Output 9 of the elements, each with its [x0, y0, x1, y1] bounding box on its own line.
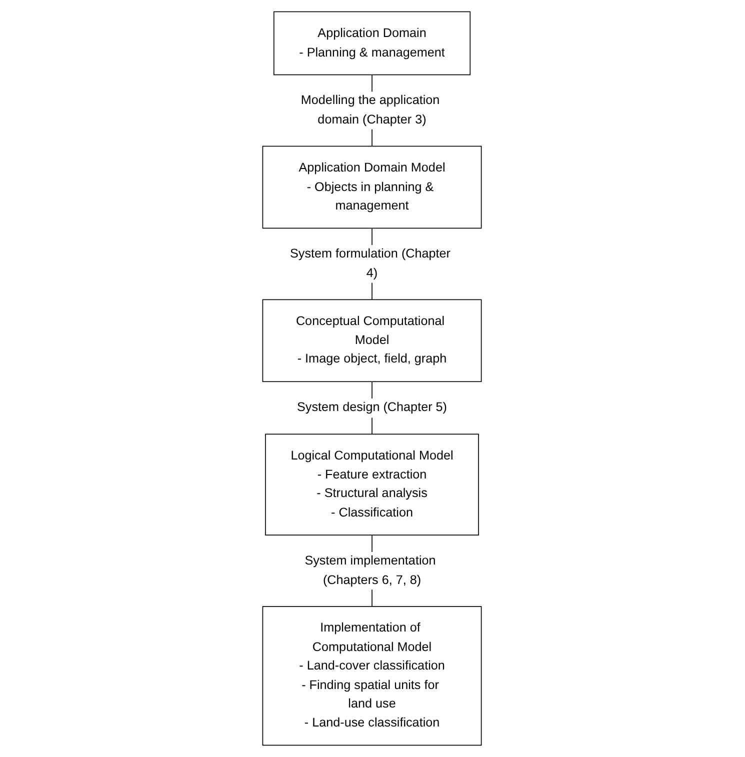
edge-label: System design (Chapter 5) [298, 400, 448, 414]
edge-label: System formulation (Chapter 4) [290, 246, 451, 280]
node-box: Conceptual Computational Model - Image object, field, graph [262, 299, 482, 382]
node-box: Application Domain - Planning & management [274, 11, 472, 76]
edge-label: System implementation (Chapters 6, 7, 8) [305, 554, 436, 587]
node-box: Application Domain Model - Objects in planning & management [262, 146, 482, 229]
node-box: Logical Computational Model - Feature extraction - Structural analysis - Classification [266, 434, 480, 536]
edge-label: Modelling the application domain (Chapter 3) [301, 93, 440, 126]
node-box: Implementation of Computational Model - Land-cover classification - Finding spatial units for land use - Land-use classification [262, 606, 482, 746]
